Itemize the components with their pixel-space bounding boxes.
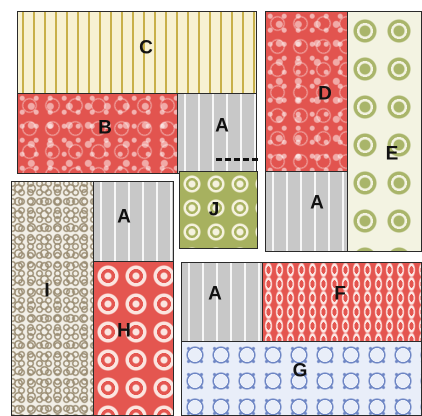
label-i: I [44,282,49,301]
label-h: H [117,322,131,341]
fabric-piece-e [347,11,422,252]
fabric-piece-h [93,261,174,416]
label-a-right: A [310,194,324,213]
fabric-piece-d [265,11,348,172]
fabric-piece-i [11,181,94,416]
fabric-piece-a-left [93,181,174,262]
label-e: E [386,145,399,164]
label-a-top: A [215,117,229,136]
fabric-piece-c [17,11,257,94]
label-b: B [98,119,112,138]
label-d: D [318,85,332,104]
dashed-line [216,158,258,161]
label-c: C [139,39,153,58]
label-g: G [293,362,308,381]
label-f: F [334,285,346,304]
fabric-piece-a-right [265,171,348,252]
label-j: J [209,201,220,220]
label-a-bottom: A [208,285,222,304]
label-a-left: A [117,208,131,227]
